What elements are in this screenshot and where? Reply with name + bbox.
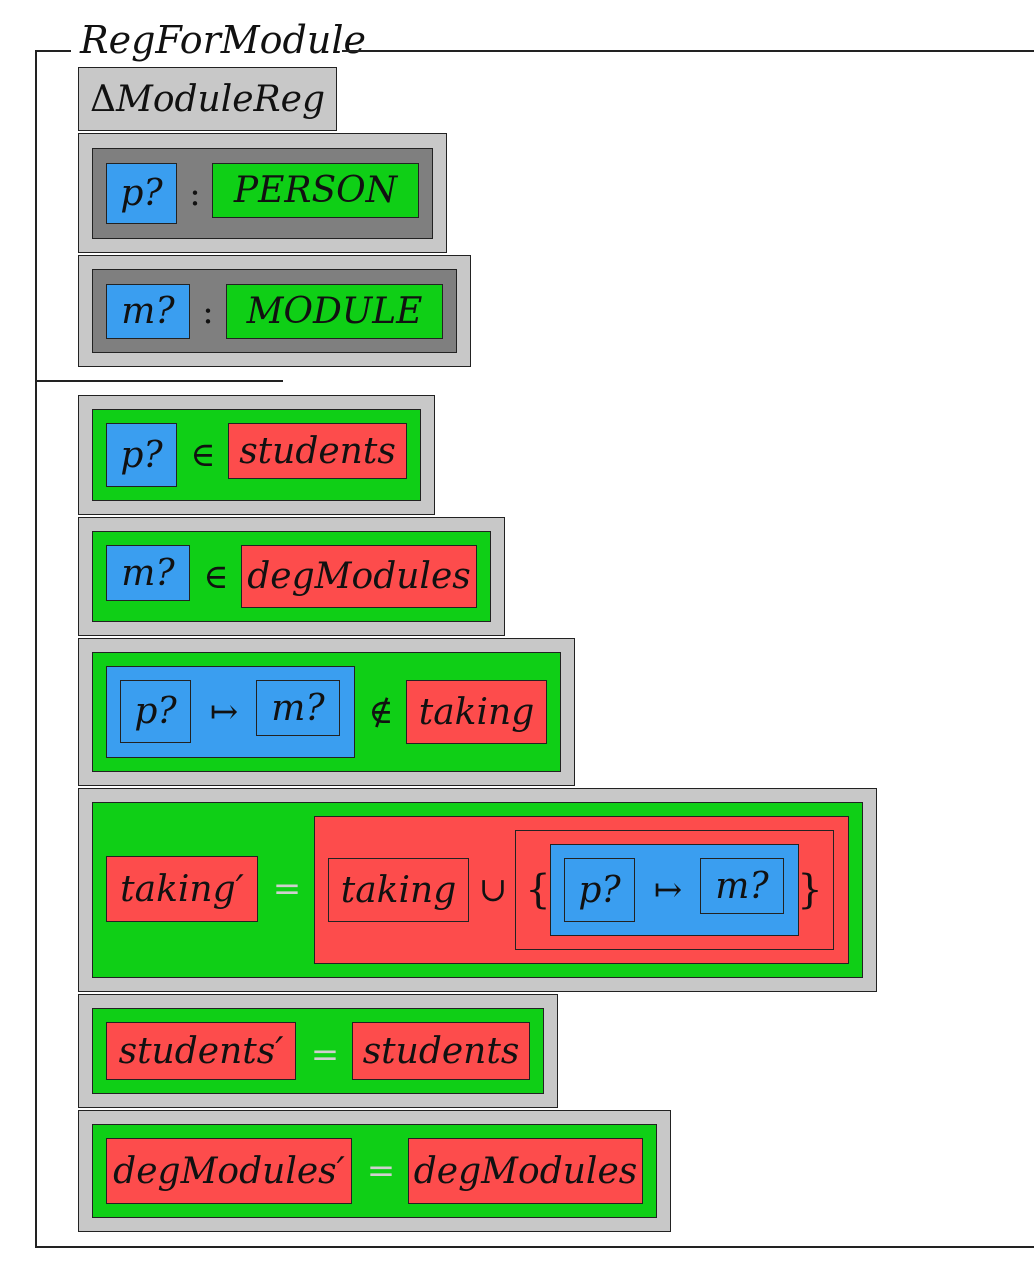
declaration-module-colon: : bbox=[202, 291, 214, 332]
predicate-3-op: ∉ bbox=[368, 691, 394, 732]
predicate-4-left-brace: { bbox=[525, 867, 551, 913]
schema-top-rule bbox=[342, 50, 1034, 52]
predicate-4-set-extension bbox=[515, 830, 834, 950]
predicate-3-maplet-left: p? bbox=[120, 680, 191, 743]
declaration-module-variable: m? bbox=[106, 284, 190, 339]
predicate-4-left: taking′ bbox=[106, 856, 258, 922]
predicate-3-maplet-right: m? bbox=[256, 680, 340, 736]
predicate-6-left: degModules′ bbox=[106, 1138, 352, 1204]
predicate-6-right: degModules bbox=[408, 1138, 643, 1204]
predicate-3-right: taking bbox=[406, 680, 547, 744]
predicate-5-equals: = bbox=[310, 1035, 340, 1075]
declaration-person-variable: p? bbox=[106, 163, 177, 224]
schema-top-left-tick bbox=[35, 50, 71, 52]
predicate-1-left: p? bbox=[106, 423, 177, 487]
schema-divider bbox=[35, 380, 283, 382]
delta-schema-name: ModuleReg bbox=[115, 78, 326, 120]
predicate-4-set: taking bbox=[328, 858, 469, 922]
declaration-person-type: PERSON bbox=[212, 163, 419, 218]
schema-bottom-rule bbox=[35, 1246, 1034, 1248]
predicate-2-left: m? bbox=[106, 545, 190, 601]
declaration-person-colon: : bbox=[189, 173, 201, 214]
predicate-4-maps-arrow: ↦ bbox=[653, 870, 683, 910]
predicate-4-maplet bbox=[550, 844, 799, 936]
predicate-6-equals: = bbox=[366, 1151, 396, 1191]
predicate-3-maps-arrow: ↦ bbox=[209, 691, 239, 732]
schema-left-rule bbox=[35, 50, 37, 1247]
predicate-4-union: ∪ bbox=[478, 870, 508, 910]
predicate-5-left: students′ bbox=[106, 1022, 296, 1080]
predicate-4-right-brace: } bbox=[797, 867, 823, 913]
predicate-5-right: students bbox=[352, 1022, 530, 1080]
declaration-module-type: MODULE bbox=[226, 284, 443, 339]
predicate-3-maplet bbox=[106, 666, 355, 758]
predicate-2-right: degModules bbox=[241, 545, 477, 608]
predicate-4-equals: = bbox=[272, 869, 302, 909]
delta-symbol: Δ bbox=[89, 78, 116, 120]
predicate-1-op: ∈ bbox=[190, 435, 216, 475]
predicate-4-maplet-left: p? bbox=[564, 858, 635, 922]
predicate-4-maplet-right: m? bbox=[700, 858, 784, 914]
predicate-2-op: ∈ bbox=[203, 556, 229, 597]
schema-name: RegForModule bbox=[80, 18, 366, 62]
predicate-1-right: students bbox=[228, 423, 407, 479]
